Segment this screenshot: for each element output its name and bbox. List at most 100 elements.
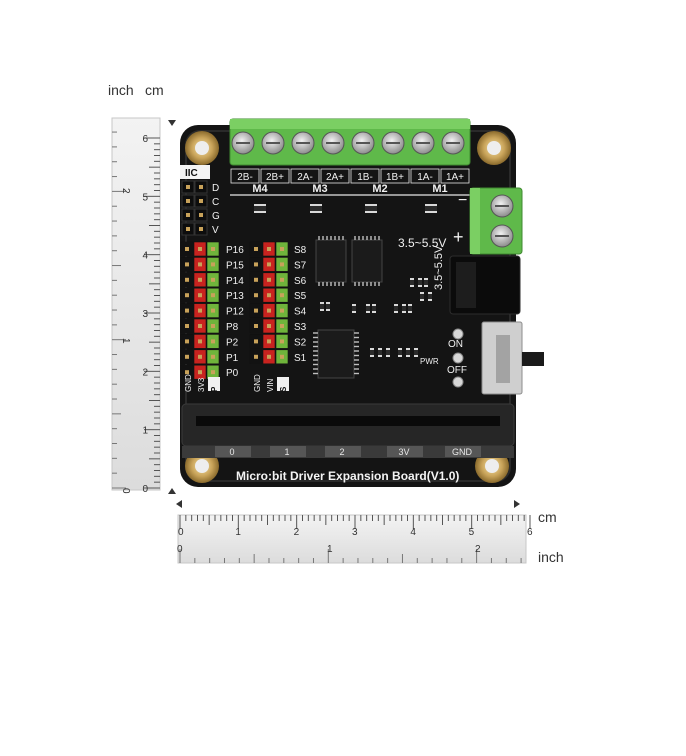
screw-icon (231, 131, 255, 155)
voltage-label: 3.5~5.5V (398, 236, 446, 250)
edge-connector-label: 1 (284, 447, 289, 457)
terminal-label: 1A- (417, 172, 433, 183)
screw-icon (291, 131, 315, 155)
ruler-cm-label: 1 (142, 426, 148, 437)
iic-pin-label: G (212, 211, 220, 222)
header-bottom-label: GND (184, 374, 193, 392)
iic-pin-label: V (212, 225, 219, 236)
terminal-label-box (290, 168, 320, 184)
terminal-label: 1A+ (446, 172, 464, 183)
terminal-label-box (320, 168, 350, 184)
chips (313, 236, 383, 379)
inch-unit-label-bottom: inch (538, 549, 564, 565)
screw-icon (490, 224, 514, 248)
mounting-hole-icon (477, 131, 511, 165)
ruler-inch-label: 2 (475, 544, 481, 555)
s-pin-label: S2 (294, 337, 307, 348)
edge-connector-label: 3V (398, 447, 409, 457)
mounting-hole-icon (185, 131, 219, 165)
dimension-markers (168, 120, 520, 508)
edge-pad (270, 446, 306, 457)
edge-pad (445, 446, 481, 457)
screw-icon (441, 131, 465, 155)
pin-group-tag (277, 377, 289, 391)
vertical-ruler: 6 5 4 3 2 1 0 2 1 0 (111, 117, 161, 495)
ruler-inch-label: 0 (120, 488, 131, 494)
ruler-cm-label: 6 (142, 134, 148, 145)
terminal-label: 1B+ (386, 172, 404, 183)
header-bottom-label: GND (253, 374, 262, 392)
inch-unit-label-top: inch (108, 82, 134, 98)
cm-unit-label-top: cm (145, 82, 164, 98)
switch-on-label: ON (448, 339, 463, 350)
screw-icon (381, 131, 405, 155)
screw-icon (490, 194, 514, 218)
cm-unit-label-bottom: cm (538, 509, 557, 525)
ruler-cm-label: 3 (352, 527, 358, 538)
terminal-label-box (410, 168, 440, 184)
header-bottom-label: P (210, 386, 219, 392)
board-title: Micro:bit Driver Expansion Board(V1.0) (236, 469, 459, 483)
ruler-cm-label: 4 (142, 251, 148, 262)
s-pin-label: S3 (294, 322, 307, 333)
edge-pad (215, 446, 251, 457)
terminal-label-box (350, 168, 380, 184)
motor-group-label: M1 (432, 183, 447, 195)
ruler-cm-label: 2 (294, 527, 300, 538)
voltage-label-vertical: 3.5~5.5V (433, 245, 445, 290)
ruler-inch-label: 0 (177, 544, 183, 555)
screw-icon (261, 131, 285, 155)
terminal-label: 2B- (237, 172, 253, 183)
screw-icon (411, 131, 435, 155)
iic-pin-label: C (212, 197, 219, 208)
minus-label: − (458, 192, 467, 209)
motor-group-label: M2 (372, 183, 387, 195)
ruler-cm-label: 0 (178, 527, 184, 538)
pin-group-tag (208, 377, 220, 391)
header-bottom-label: VIN (266, 378, 275, 392)
ruler-cm-label: 3 (142, 309, 148, 320)
p-pin-label: P8 (226, 322, 239, 333)
screw-icon (321, 131, 345, 155)
s-pin-label: S6 (294, 276, 307, 287)
ruler-inch-label: 1 (120, 338, 131, 344)
ruler-inch-label: 2 (120, 188, 131, 194)
ruler-cm-label: 5 (142, 192, 148, 203)
vertical-ruler-ticks: 6 5 4 3 2 1 0 2 1 0 (112, 131, 160, 495)
edge-pad (387, 446, 423, 457)
motor-terminal-block (229, 118, 471, 166)
ruler-cm-label: 5 (469, 527, 475, 538)
motor-group-label: M4 (252, 183, 268, 195)
screw-icon (351, 131, 375, 155)
terminal-label-box (440, 168, 470, 184)
p-pin-label: P1 (226, 353, 239, 364)
p-pin-label: P14 (226, 276, 244, 287)
motor-group-label: M3 (312, 183, 327, 195)
edge-pad (325, 446, 361, 457)
ruler-inch-label: 1 (327, 544, 333, 555)
terminal-label-box (230, 168, 260, 184)
s-pin-label: S1 (294, 353, 307, 364)
ruler-cm-label: 0 (142, 484, 148, 495)
header-bottom-label: 3V3 (197, 377, 206, 392)
terminal-label: 2B+ (266, 172, 284, 183)
pwr-label: PWR (420, 357, 439, 366)
iic-pin-label: D (212, 183, 219, 194)
ruler-cm-label: 6 (527, 527, 533, 538)
power-terminal-block (469, 187, 523, 255)
p-pin-label: P16 (226, 245, 244, 256)
p-pin-label: P13 (226, 291, 244, 302)
smd-components (254, 204, 437, 357)
edge-connector-label: 0 (229, 447, 234, 457)
terminal-label: 1B- (357, 172, 373, 183)
terminal-label-box (260, 168, 290, 184)
ruler-cm-label: 2 (142, 367, 148, 378)
